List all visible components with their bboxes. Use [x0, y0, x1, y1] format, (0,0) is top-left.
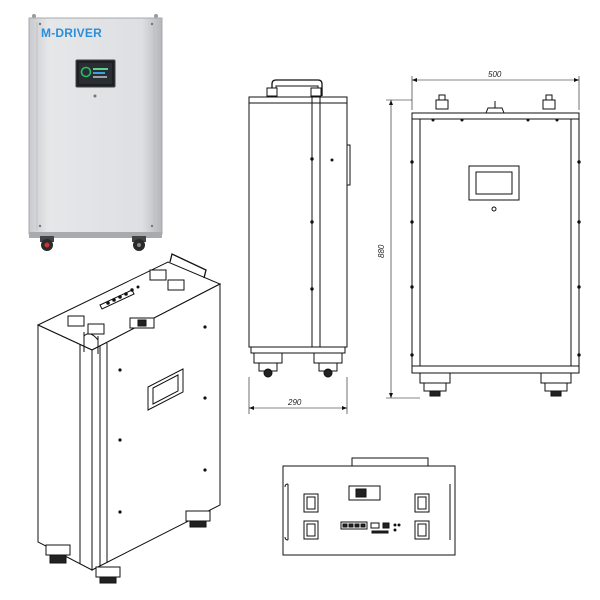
front-width-label: 500: [488, 70, 502, 79]
front-body: [411, 112, 580, 374]
caster-wheel-icon: [185, 510, 211, 528]
caster-wheel-icon: [253, 352, 283, 378]
top-bolt: [154, 14, 158, 18]
side-width-label: 290: [287, 398, 302, 407]
caster-wheel-icon: [40, 236, 54, 251]
brand-logo: M-DRIVER: [41, 26, 102, 40]
caster-wheel-icon: [540, 372, 572, 397]
caster-wheel-icon: [45, 544, 71, 564]
top-view-drawing: [282, 457, 456, 556]
caster-wheel-icon: [95, 566, 121, 584]
side-body: [248, 96, 348, 348]
top-bolt: [32, 14, 36, 18]
cabinet-body: [28, 17, 163, 235]
isometric-drawing: [36, 253, 222, 584]
caster-wheel-icon: [132, 236, 146, 251]
handle-icon: [169, 253, 207, 279]
iso-screen: [147, 368, 184, 411]
caster-wheel-icon: [419, 372, 451, 397]
product-photo: M-DRIVER: [28, 14, 163, 251]
handle-icon: [271, 79, 323, 96]
front-height-label: 880: [377, 244, 386, 258]
front-view-drawing: [386, 76, 581, 399]
caster-wheel-icon: [313, 352, 343, 378]
iso-left-face: [37, 324, 93, 571]
side-view-drawing: [248, 79, 351, 414]
